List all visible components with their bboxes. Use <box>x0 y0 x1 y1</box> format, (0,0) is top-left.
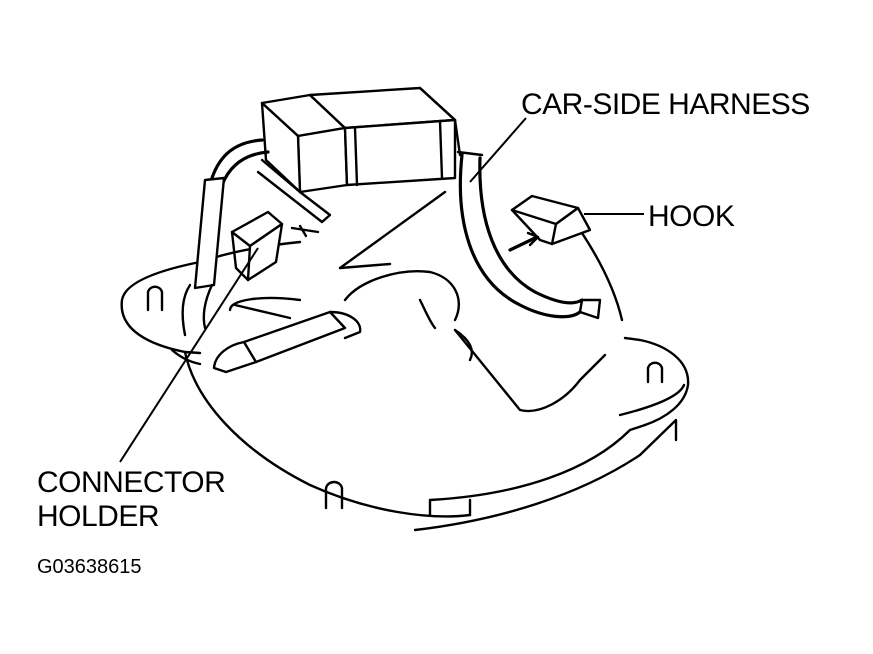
leader-connector-holder <box>119 247 259 463</box>
leader-car-side-harness <box>469 117 527 183</box>
figure-code: G03638615 <box>37 556 142 578</box>
pickup-tube <box>212 303 362 374</box>
connector-holder-label-line2: HOLDER <box>37 500 160 533</box>
hook-label: HOOK <box>648 200 735 233</box>
leader-lines <box>119 117 644 463</box>
car-side-harness-label: CAR-SIDE HARNESS <box>521 88 810 121</box>
connector-block <box>256 86 457 224</box>
connector-holder-label-line1: CONNECTOR <box>37 466 226 499</box>
left-wire <box>181 138 270 337</box>
center-boss <box>228 190 607 413</box>
base-plate <box>120 228 690 532</box>
mounting-posts <box>146 285 664 510</box>
right-wire <box>453 118 602 320</box>
connector-holder-label: CONNECTOR HOLDER <box>37 466 226 534</box>
connector-holder-clip <box>230 210 320 282</box>
hook-tab <box>508 194 592 252</box>
